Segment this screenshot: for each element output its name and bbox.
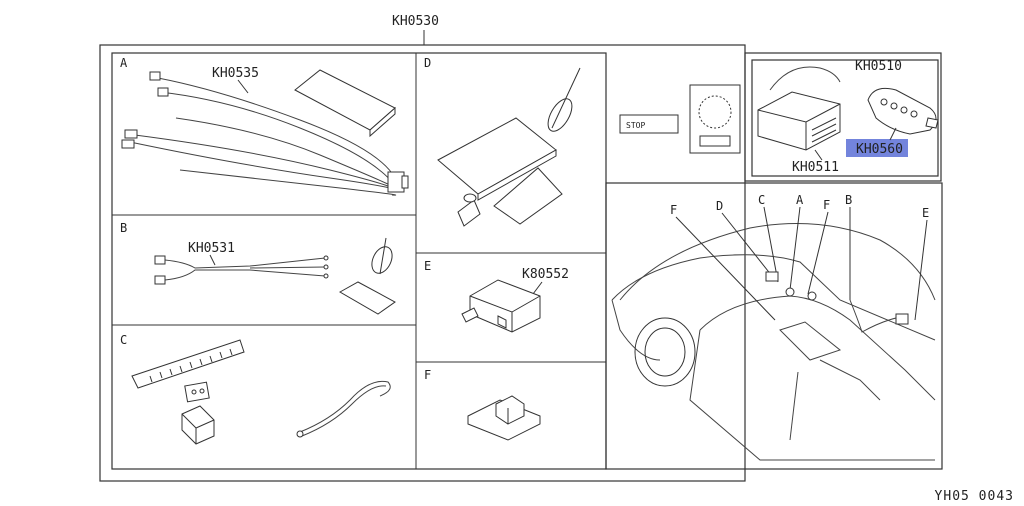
harness-b-callout: KH0531 <box>188 241 235 256</box>
section-f: F <box>424 368 541 441</box>
warning-sticker-part: STOP <box>619 114 679 134</box>
kit-frame: KH0530 <box>99 14 746 482</box>
small-pad-part <box>493 167 563 225</box>
sticker-text: STOP <box>626 121 645 130</box>
section-c-label: C <box>120 333 127 347</box>
section-e: E K80552 <box>424 259 569 333</box>
grommet-part <box>457 193 481 227</box>
harness-a-callout: KH0535 <box>212 66 259 81</box>
cable-tie-d-part <box>547 67 581 132</box>
bracket-f-part <box>467 395 541 441</box>
section-f-label: F <box>424 368 431 382</box>
main-harness-part <box>121 71 409 196</box>
vehicle-label-d: D <box>716 199 723 213</box>
module-e-part <box>461 279 541 333</box>
vehicle-label-f-right: F <box>823 198 830 212</box>
foam-pad-part <box>294 69 396 138</box>
section-d-label: D <box>424 56 431 70</box>
section-e-label: E <box>424 259 431 273</box>
vehicle-view-frame: F D C A F B E <box>605 182 943 470</box>
large-pad-part <box>437 117 557 201</box>
section-a: A KH0535 <box>120 56 409 196</box>
remote-kit-callout: KH0510 <box>855 59 902 74</box>
remote-kit-frame: KH0510 KH0511 KH0560 <box>744 52 942 182</box>
section-a-label: A <box>120 56 128 70</box>
control-unit-callout: KH0511 <box>792 160 839 175</box>
diagram-code: YH05 0043 <box>934 489 1014 504</box>
clip-part <box>184 381 210 403</box>
vehicle-leader-lines <box>675 206 928 321</box>
control-unit-part <box>757 66 841 151</box>
transmitter-callout: KH0560 <box>856 142 903 157</box>
section-b: B KH0531 <box>120 221 396 315</box>
section-c: C <box>120 333 391 445</box>
coax-cable-part <box>296 380 391 438</box>
cable-tie-b-part <box>371 237 393 275</box>
foam-pad-b-part <box>338 281 396 315</box>
transmitter-highlight <box>846 139 908 157</box>
vehicle-label-c: C <box>758 193 765 207</box>
installed-components <box>765 271 909 333</box>
vehicle-illustration <box>611 223 936 461</box>
connector-c-part <box>181 405 215 445</box>
section-b-label: B <box>120 221 127 235</box>
vehicle-label-a: A <box>796 193 804 207</box>
vehicle-label-b: B <box>845 193 852 207</box>
vehicle-label-f-left: F <box>670 203 677 217</box>
section-d: D <box>424 56 581 227</box>
adhesive-strip-part <box>131 339 245 389</box>
vehicle-label-e: E <box>922 206 929 220</box>
vehicle-labels: F D C A F B E <box>670 193 929 220</box>
kit-callout: KH0530 <box>392 14 439 29</box>
module-e-callout: K80552 <box>522 267 569 282</box>
sub-harness-part <box>154 255 329 285</box>
sticker-panel: STOP <box>619 84 741 154</box>
instruction-card-part <box>689 84 741 154</box>
transmitter-part <box>867 87 939 135</box>
